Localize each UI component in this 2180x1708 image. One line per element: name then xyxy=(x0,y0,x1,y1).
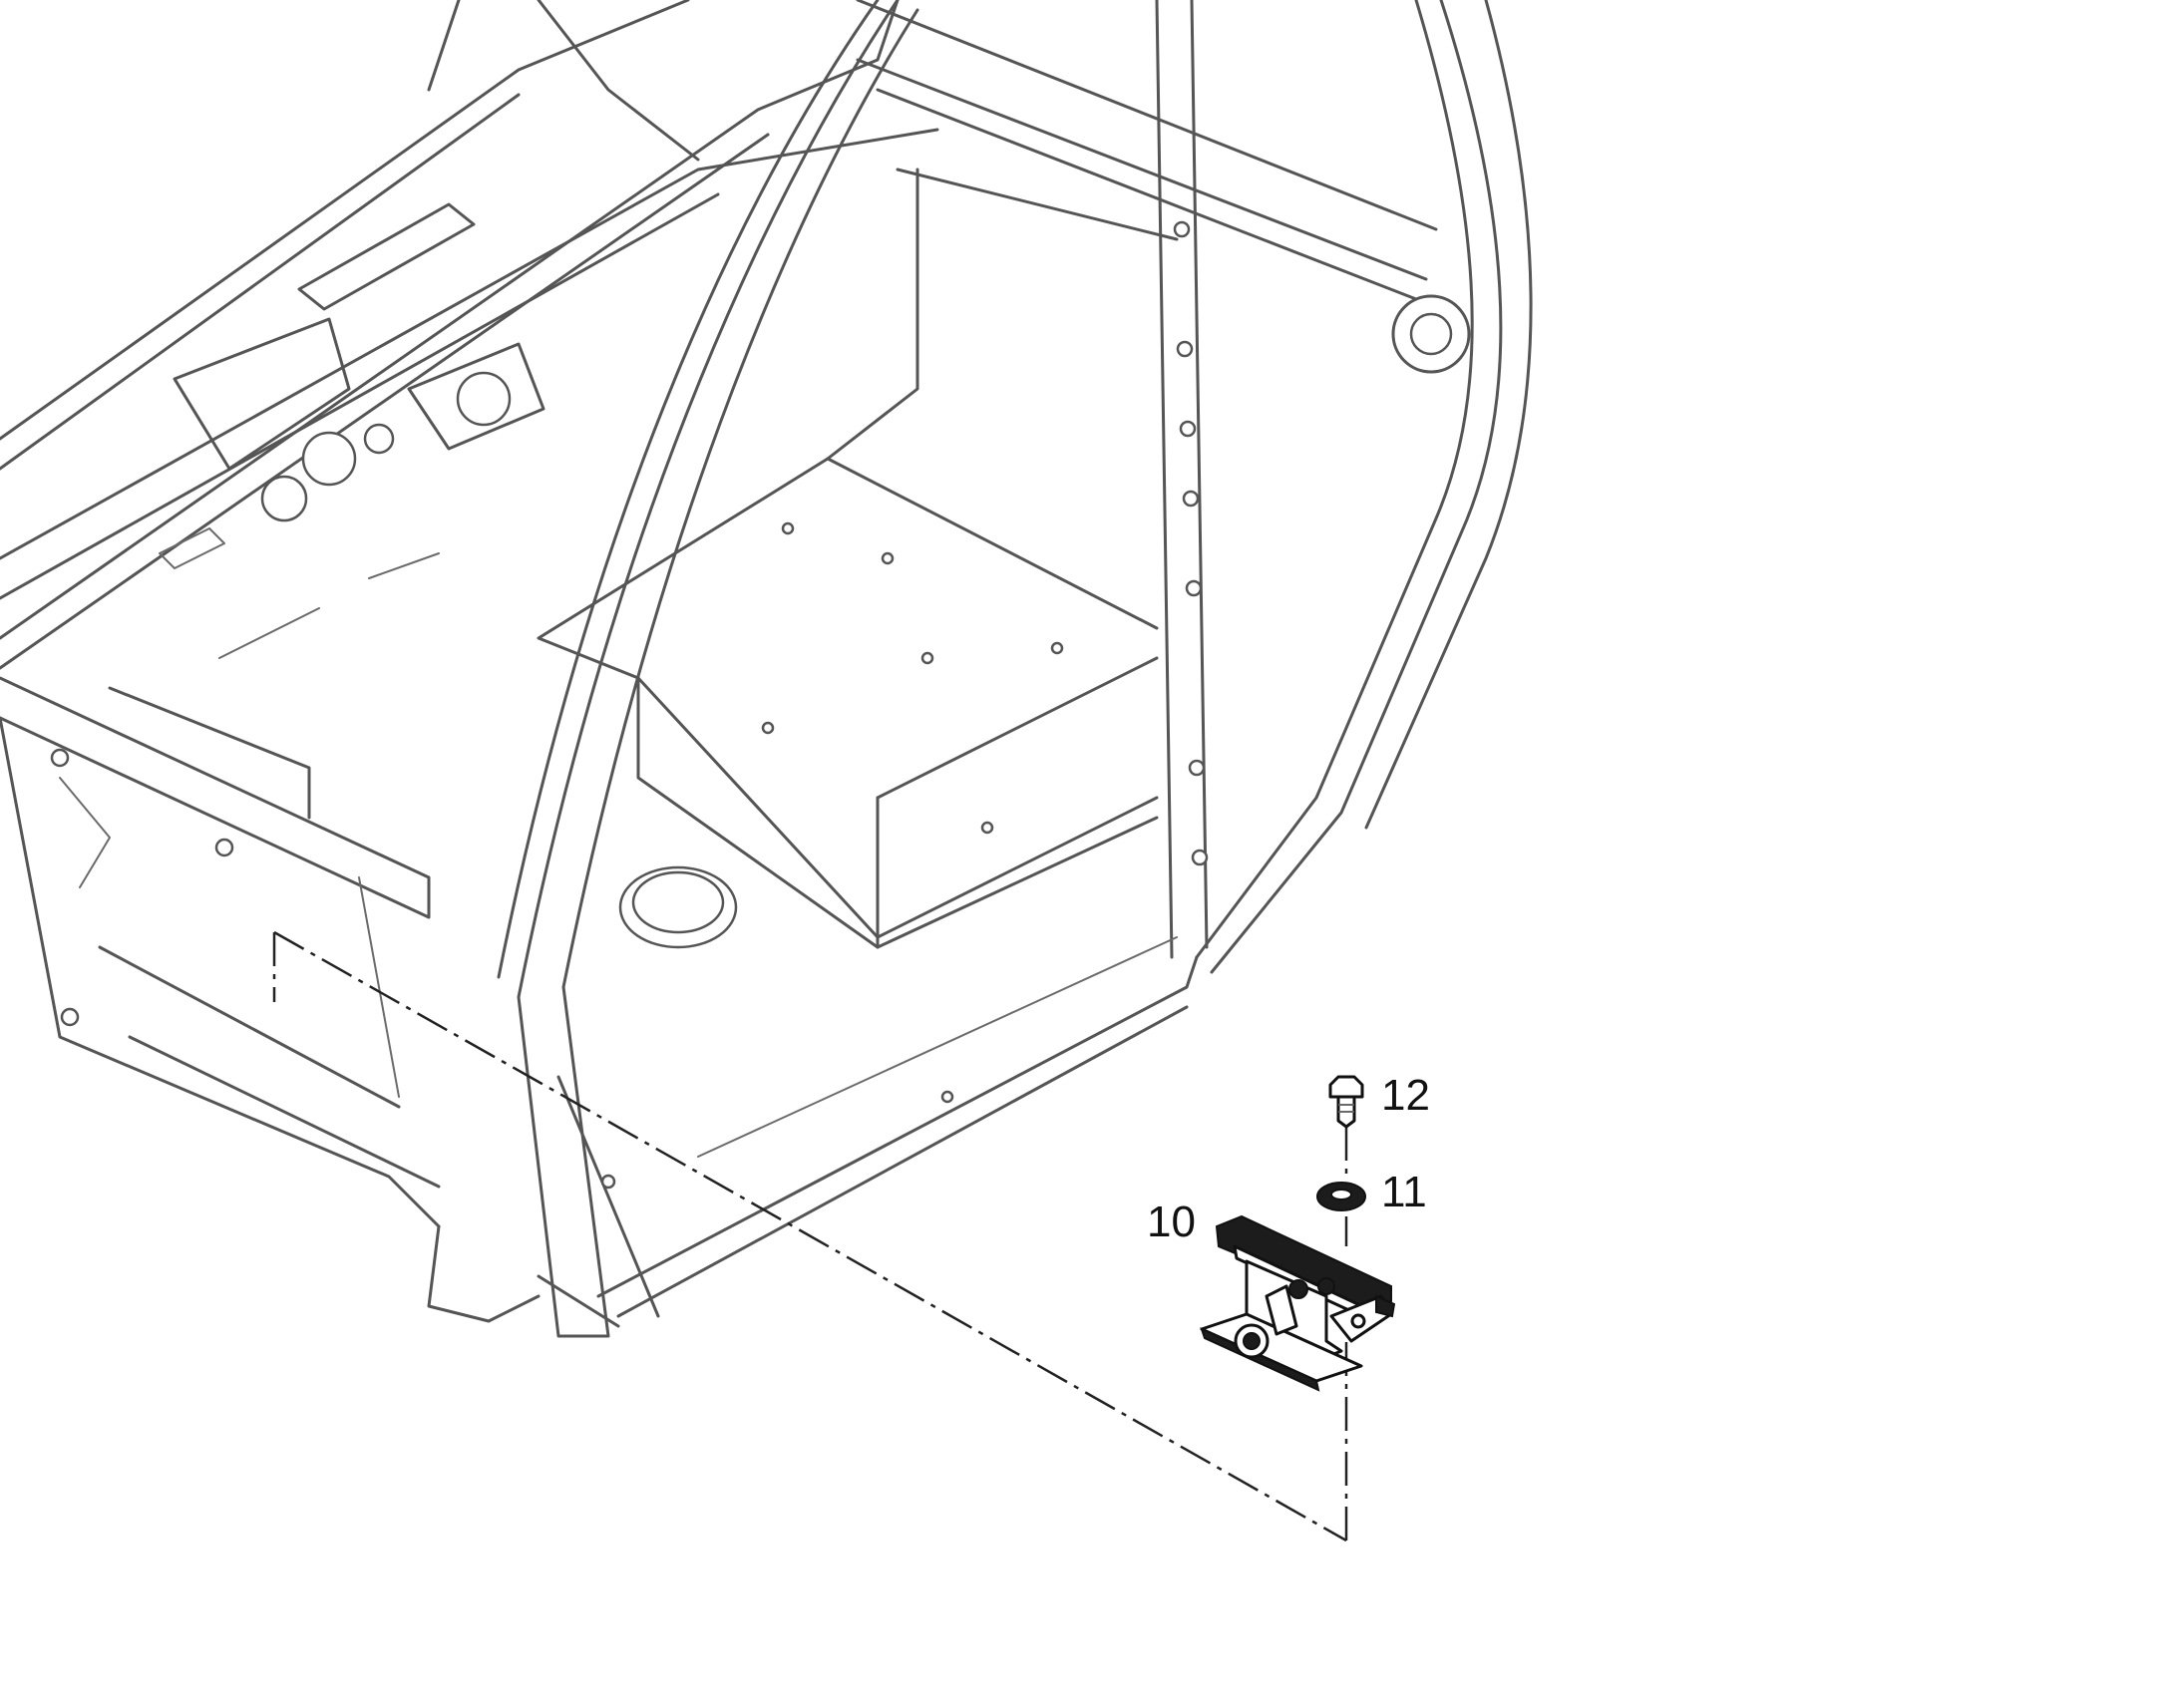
washer-part-11 xyxy=(1316,1182,1366,1211)
pedal-assembly-part-10 xyxy=(1200,1214,1396,1392)
bolt-part-12 xyxy=(1328,1075,1364,1129)
callout-12: 12 xyxy=(1381,1071,1430,1120)
callout-labels: 12 11 10 xyxy=(1147,1071,1430,1246)
callout-10: 10 xyxy=(1147,1197,1196,1246)
callout-11: 11 xyxy=(1381,1168,1427,1216)
cab-frame xyxy=(0,0,1533,1338)
